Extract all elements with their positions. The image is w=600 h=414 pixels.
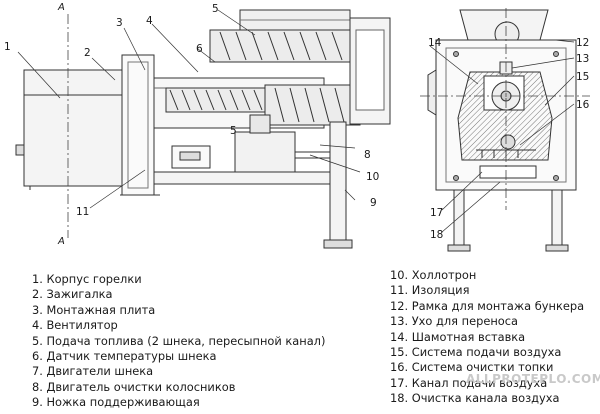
legend-item: 6. Датчик температуры шнека — [32, 348, 217, 363]
section-mark-bottom: A — [57, 236, 65, 247]
legend-item: 18. Очистка канала воздуха — [390, 391, 560, 406]
air-channel — [479, 165, 537, 179]
side-view — [15, 9, 391, 249]
burner-housing — [23, 69, 123, 187]
mounting-plate — [121, 54, 155, 196]
legend-right: 10. Холлотрон 11. Изоляция 12. Рамка для… — [390, 268, 584, 407]
support-leg — [329, 121, 347, 243]
legend-item: 17. Канал подачи воздуха — [390, 375, 548, 390]
legend-item: 11. Изоляция — [390, 283, 470, 298]
callout-8: 8 — [364, 149, 371, 161]
callout-6: 6 — [196, 43, 203, 55]
callout-4: 4 — [146, 15, 153, 27]
legend-left: 1. Корпус горелки 2. Зажигалка 3. Монтаж… — [32, 272, 325, 411]
legend-item: 16. Система очистки топки — [390, 360, 554, 375]
callout-3: 3 — [116, 17, 123, 29]
cleaning-motor — [234, 131, 296, 173]
callout-1: 1 — [4, 41, 11, 53]
legend-item: 10. Холлотрон — [390, 268, 477, 282]
legend-item: 13. Ухо для переноса — [390, 314, 518, 329]
section-mark-top: A — [57, 2, 65, 13]
callout-12: 12 — [576, 37, 589, 49]
callout-15: 15 — [576, 71, 589, 83]
legend-item: 5. Подача топлива (2 шнека, пересыпной к… — [32, 333, 326, 348]
front-view — [420, 8, 590, 252]
callout-17: 17 — [430, 207, 443, 219]
callout-16: 16 — [576, 99, 590, 111]
legend-item: 15. Система подачи воздуха — [390, 344, 562, 359]
legend-item: 2. Зажигалка — [32, 287, 113, 302]
callout-2: 2 — [84, 47, 91, 59]
firebrick-insert — [457, 71, 553, 161]
watermark: ALLPROTEPLO.COM — [466, 372, 600, 386]
callout-13: 13 — [576, 53, 589, 65]
legend-item: 3. Монтажная плита — [32, 302, 156, 317]
legend-item: 8. Двигатель очистки колосников — [32, 379, 236, 394]
callout-5: 5 — [212, 3, 219, 15]
leader-lines — [17, 9, 575, 233]
callout-5-inner: 5 — [230, 125, 237, 137]
legend-item: 12. Рамка для монтажа бункера — [390, 298, 585, 313]
legend-item: 1. Корпус горелки — [32, 272, 142, 286]
callout-14: 14 — [428, 37, 442, 49]
legend-item: 14. Шамотная вставка — [390, 329, 526, 344]
legend-item: 7. Двигатели шнека — [32, 364, 154, 379]
callout-9: 9 — [370, 197, 377, 209]
callout-10: 10 — [366, 171, 379, 183]
callout-18: 18 — [430, 229, 443, 241]
callout-labels: 1 2 3 4 5 6 8 9 10 11 12 13 14 15 16 17 … — [4, 2, 590, 247]
callout-11: 11 — [76, 206, 89, 218]
legend-item: 9. Ножка поддерживающая — [32, 395, 200, 410]
legend-item: 4. Вентилятор — [32, 318, 118, 333]
